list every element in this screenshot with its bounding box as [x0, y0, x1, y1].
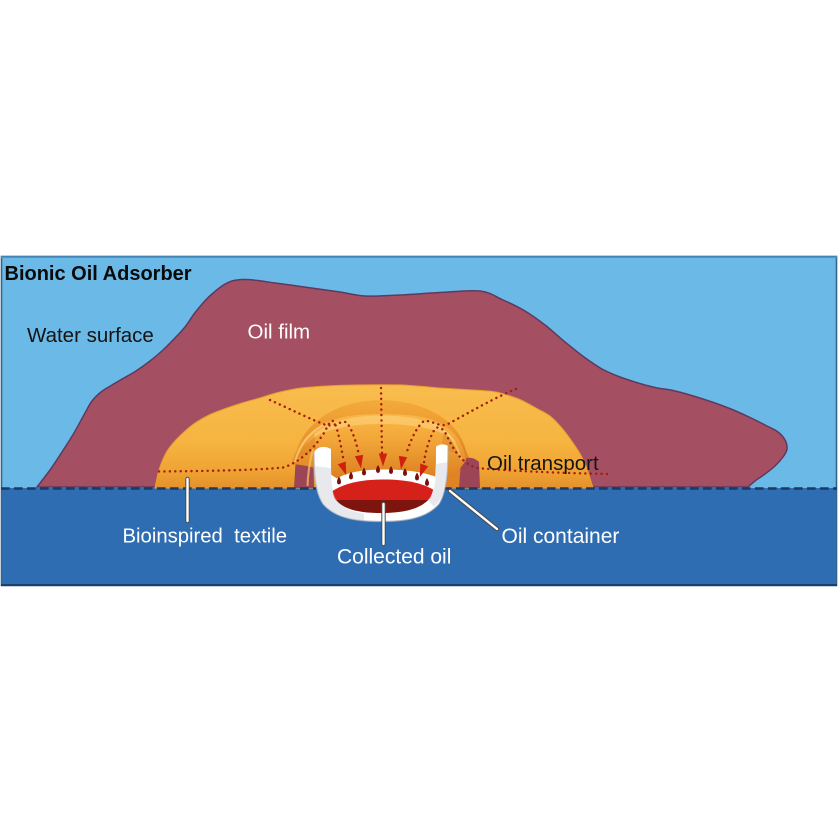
svg-text:Oil transport: Oil transport	[487, 452, 599, 475]
svg-text:Bioinspired textile: Bioinspired textile	[123, 526, 288, 548]
svg-text:Bionic Oil Adsorber: Bionic Oil Adsorber	[5, 263, 192, 285]
svg-text:Oil container: Oil container	[502, 525, 620, 548]
svg-text:Water surface: Water surface	[27, 324, 154, 347]
svg-text:Collected oil: Collected oil	[337, 546, 451, 569]
svg-text:Oil film: Oil film	[248, 321, 311, 344]
